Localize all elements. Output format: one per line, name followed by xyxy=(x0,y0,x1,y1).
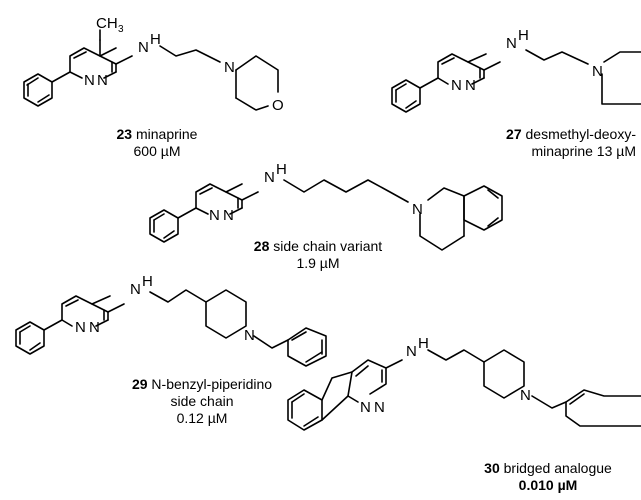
benzo-ring xyxy=(463,185,503,231)
atom-N: N xyxy=(465,77,476,94)
atom-H: H xyxy=(418,335,429,352)
atom-N: N xyxy=(264,169,275,186)
atom-N: N xyxy=(506,35,517,52)
atom-N: N xyxy=(138,39,149,56)
atom-N: N xyxy=(360,399,371,416)
atom-N: N xyxy=(89,319,100,336)
atom-N: N xyxy=(75,319,86,336)
compound-activity: 0.12 µM xyxy=(176,410,228,426)
phenyl-ring xyxy=(15,321,45,355)
compound-28-structure xyxy=(149,179,503,251)
phenyl-ring xyxy=(23,73,53,107)
atom-H: H xyxy=(518,27,529,44)
benzyl-ring xyxy=(287,327,327,367)
compound-30-structure xyxy=(287,349,641,431)
atom-CH: CH xyxy=(96,15,118,32)
phenyl-ring xyxy=(391,79,421,113)
compound-number: 23 xyxy=(116,126,133,142)
atom-N: N xyxy=(97,72,108,89)
atom-N: N xyxy=(244,327,255,344)
caption-compound-28: 28 side chain variant 1.9 µM xyxy=(238,238,398,272)
atom-N: N xyxy=(224,59,235,76)
compound-name-continued: minaprine 13 µM xyxy=(531,143,636,159)
compound-name: bridged analogue xyxy=(503,460,612,476)
compound-name: side chain variant xyxy=(273,238,383,254)
atom-N: N xyxy=(374,399,385,416)
atom-H: H xyxy=(150,31,161,48)
compound-name: minaprine xyxy=(135,126,198,142)
pyridazine-ring xyxy=(69,47,117,73)
compound-activity: 600 µM xyxy=(133,143,181,159)
compound-name: desmethyl-deoxy- xyxy=(525,126,637,142)
compound-name-continued: side chain xyxy=(170,393,234,409)
subscript-3: 3 xyxy=(118,24,124,35)
atom-N: N xyxy=(130,281,141,298)
atom-N: N xyxy=(412,201,423,218)
caption-compound-23: 23 minaprine 600 µM xyxy=(92,126,222,160)
compound-number: 29 xyxy=(131,376,148,392)
compound-activity: 0.010 µM xyxy=(518,477,578,493)
atom-N: N xyxy=(84,72,95,89)
atom-N: N xyxy=(451,77,462,94)
compound-number: 27 xyxy=(506,126,522,142)
compound-29-structure xyxy=(15,289,327,367)
indeno-benzo-ring xyxy=(287,389,323,431)
atom-N: N xyxy=(406,343,417,360)
atom-H: H xyxy=(276,161,287,178)
atom-H: H xyxy=(142,273,153,290)
atom-N: N xyxy=(592,63,603,80)
caption-compound-27: 27 desmethyl-deoxy- minaprine 13 µM xyxy=(440,126,636,160)
piperidine-ring xyxy=(205,289,247,339)
caption-compound-30: 30 bridged analogue 0.010 µM xyxy=(468,460,628,494)
atom-N: N xyxy=(209,207,220,224)
compound-23-structure xyxy=(23,29,279,111)
compound-activity: 1.9 µM xyxy=(296,255,340,271)
compound-name: N-benzyl-piperidino xyxy=(151,376,273,392)
compound-27-structure xyxy=(391,49,641,113)
compound-number: 28 xyxy=(253,238,270,254)
atom-N: N xyxy=(223,207,234,224)
caption-compound-29: 29 N-benzyl-piperidino side chain 0.12 µ… xyxy=(114,376,290,427)
piperidine-ring xyxy=(483,349,525,399)
phenyl-ring xyxy=(149,209,179,243)
atom-N: N xyxy=(520,387,531,404)
atom-O: O xyxy=(272,97,284,114)
compound-number: 30 xyxy=(484,460,500,476)
